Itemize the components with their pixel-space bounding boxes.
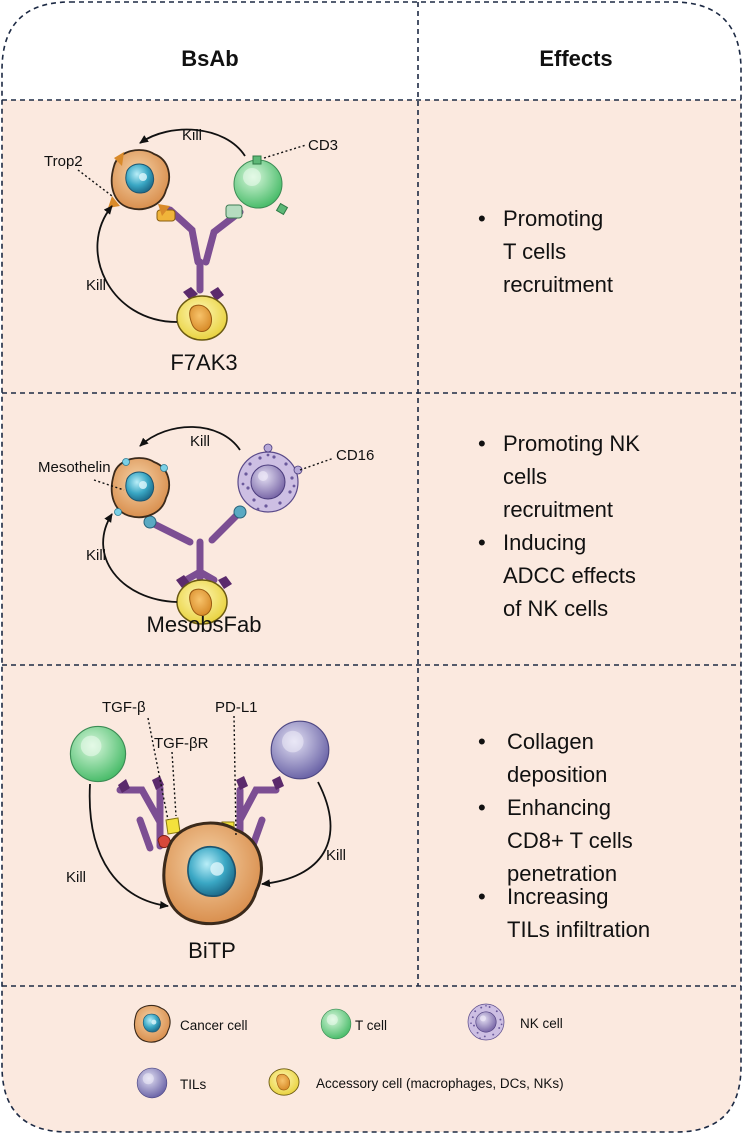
effect-line: recruitment bbox=[503, 272, 613, 297]
kill-arrow-right bbox=[261, 781, 332, 888]
cd3-label: CD3 bbox=[308, 137, 338, 154]
cancer-cell-icon bbox=[162, 821, 264, 926]
kill-label: Kill bbox=[326, 847, 346, 864]
t-cell-icon bbox=[320, 1008, 352, 1040]
cancer-cell-icon bbox=[133, 1004, 171, 1043]
mesothelin-label: Mesothelin bbox=[38, 459, 111, 476]
mesobsfab-antibody bbox=[143, 505, 247, 589]
header-bsab: BsAb bbox=[181, 46, 238, 71]
accessory-cell-icon bbox=[176, 295, 228, 341]
til-cell-icon bbox=[136, 1067, 168, 1099]
legend-nk-label: NK cell bbox=[520, 1016, 563, 1031]
bullet: • bbox=[478, 206, 486, 231]
effect-line: T cells bbox=[503, 239, 566, 264]
effect-line: Collagen bbox=[507, 729, 594, 754]
effects-row-2: • Promoting NK cells recruitment • Induc… bbox=[478, 431, 640, 621]
legend-cancer-label: Cancer cell bbox=[180, 1018, 248, 1033]
effect-line: Enhancing bbox=[507, 795, 611, 820]
kill-label: Kill bbox=[66, 869, 86, 886]
tgf-beta-label: TGF-β bbox=[102, 699, 146, 716]
legend-tils-label: TILs bbox=[180, 1077, 207, 1092]
tgf-beta-receptor-label: TGF-βR bbox=[154, 735, 209, 752]
effects-row-1: • Promoting T cells recruitment bbox=[478, 206, 613, 297]
bullet: • bbox=[478, 729, 486, 754]
legend-tcell-label: T cell bbox=[355, 1018, 387, 1033]
effect-line: penetration bbox=[507, 861, 617, 886]
row-bitp: Kill Kill TGF-β TGF-βR PD-L1 BiTP bbox=[66, 699, 346, 963]
til-cell-icon bbox=[270, 720, 330, 780]
t-cell-icon bbox=[69, 725, 127, 783]
pd-l1-label: PD-L1 bbox=[215, 699, 258, 716]
kill-label: Kill bbox=[190, 433, 210, 450]
effect-line: TILs infiltration bbox=[507, 917, 650, 942]
kill-arrow-left bbox=[96, 205, 178, 323]
t-cell-icon bbox=[233, 159, 283, 209]
effect-line: of NK cells bbox=[503, 596, 608, 621]
effect-line: Increasing bbox=[507, 884, 609, 909]
accessory-cell-icon bbox=[268, 1068, 300, 1096]
effect-line: Promoting bbox=[503, 206, 603, 231]
nk-cell-icon bbox=[237, 451, 299, 513]
bullet: • bbox=[478, 431, 486, 456]
kill-label: Kill bbox=[182, 127, 202, 144]
effect-line: CD8+ T cells bbox=[507, 828, 633, 853]
kill-arrow-top bbox=[139, 426, 241, 451]
cd16-label: CD16 bbox=[336, 447, 374, 464]
kill-arrow-left bbox=[102, 513, 178, 603]
nk-cell-icon bbox=[467, 1003, 505, 1041]
row-mesobsfab: Kill Kill Mesothelin CD16 MesobsFab bbox=[38, 426, 374, 637]
effect-line: Inducing bbox=[503, 530, 586, 555]
effect-line: recruitment bbox=[503, 497, 613, 522]
kill-arrow-top bbox=[139, 128, 246, 157]
f7ak3-antibody bbox=[156, 204, 244, 301]
kill-arrow-left bbox=[88, 783, 169, 909]
bullet: • bbox=[478, 530, 486, 555]
effect-line: deposition bbox=[507, 762, 607, 787]
bullet: • bbox=[478, 795, 486, 820]
kill-label: Kill bbox=[86, 547, 106, 564]
header-effects: Effects bbox=[539, 46, 612, 71]
legend-accessory-label: Accessory cell (macrophages, DCs, NKs) bbox=[316, 1076, 564, 1091]
legend: Cancer cell T cell NK cell TILs Accessor… bbox=[133, 1003, 564, 1099]
bsab-name: BiTP bbox=[188, 938, 236, 963]
effect-line: Promoting NK bbox=[503, 431, 640, 456]
bitp-antibody-left bbox=[116, 776, 181, 852]
bsab-name: MesobsFab bbox=[147, 612, 262, 637]
effect-line: ADCC effects bbox=[503, 563, 636, 588]
effects-row-3: • Collagen deposition • Enhancing CD8+ T… bbox=[478, 729, 650, 942]
bullet: • bbox=[478, 884, 486, 909]
kill-label: Kill bbox=[86, 277, 106, 294]
effect-line: cells bbox=[503, 464, 547, 489]
trop2-label: Trop2 bbox=[44, 153, 83, 170]
bsab-name: F7AK3 bbox=[170, 350, 237, 375]
row-f7ak3: Kill Kill Trop2 CD3 F7AK3 bbox=[44, 127, 338, 375]
